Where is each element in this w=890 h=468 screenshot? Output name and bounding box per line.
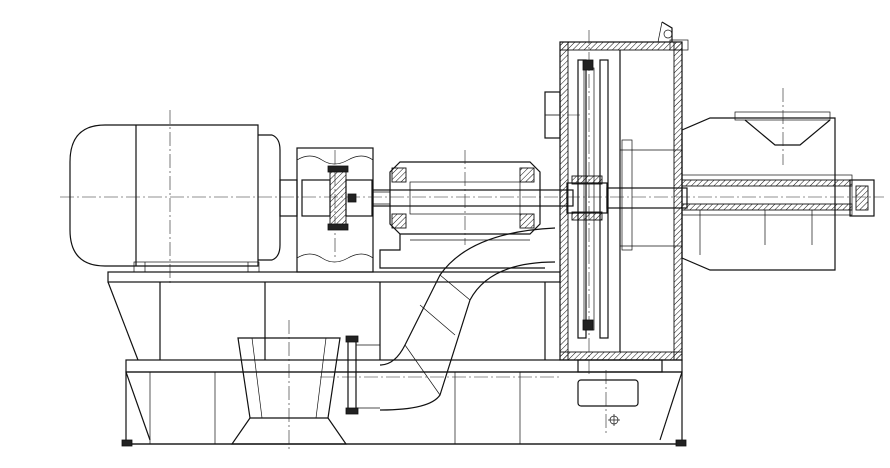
coupling: [296, 147, 390, 273]
electric-motor: [69, 124, 298, 273]
shaft: [372, 175, 688, 221]
inlet-duct: [345, 227, 556, 415]
outlet-hopper: [620, 111, 875, 271]
bearing-housing: [379, 161, 545, 269]
base-frame: [107, 271, 687, 447]
center-lines: [60, 30, 884, 452]
